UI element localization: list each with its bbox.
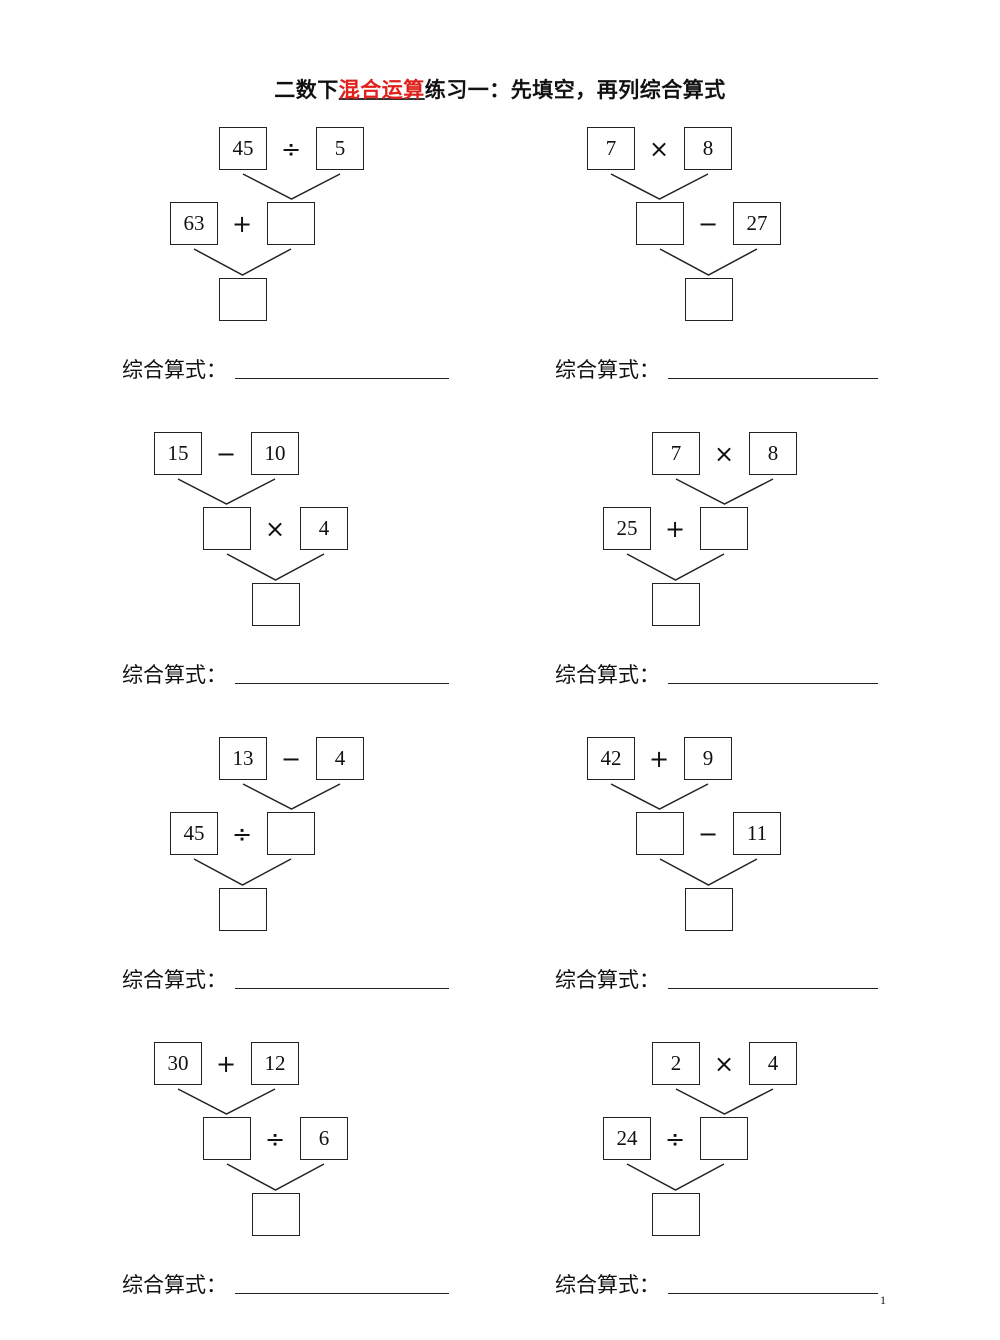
answer-blank-box[interactable] — [203, 507, 251, 550]
formula-label: 综合算式： — [122, 663, 227, 687]
top-connector — [177, 1088, 276, 1115]
mid-operator: ÷ — [664, 1124, 686, 1153]
top-connector — [675, 1088, 774, 1115]
top-right-number-box: 4 — [749, 1042, 797, 1085]
formula-answer-line[interactable] — [668, 683, 878, 684]
page-title: 二数下混合运算练习一：先填空，再列综合算式 — [0, 74, 1000, 104]
top-left-number-box: 42 — [587, 737, 635, 780]
mid-connector — [226, 1163, 325, 1191]
mid-left-number-box: 63 — [170, 202, 218, 245]
top-operator: + — [648, 744, 670, 773]
mid-connector — [226, 553, 325, 581]
result-blank-box[interactable] — [251, 1193, 300, 1236]
formula-label: 综合算式： — [555, 968, 660, 992]
answer-blank-box[interactable] — [636, 202, 684, 245]
formula-label: 综合算式： — [122, 358, 227, 382]
mid-operator: ÷ — [231, 819, 253, 848]
formula-label: 综合算式： — [122, 968, 227, 992]
top-right-number-box: 8 — [684, 127, 732, 170]
top-connector — [610, 173, 709, 200]
formula-answer-line[interactable] — [668, 1293, 878, 1294]
mid-operator: + — [231, 209, 253, 238]
formula-answer-line[interactable] — [235, 988, 449, 989]
mid-operator: + — [664, 514, 686, 543]
top-connector — [610, 783, 709, 810]
mid-connector — [193, 858, 292, 886]
mid-right-number-box: 27 — [733, 202, 781, 245]
top-operator: × — [648, 134, 670, 163]
mid-connector — [193, 248, 292, 276]
mid-connector — [659, 248, 758, 276]
mid-right-number-box: 4 — [300, 507, 348, 550]
top-left-number-box: 7 — [587, 127, 635, 170]
answer-blank-box[interactable] — [700, 507, 748, 550]
formula-answer-line[interactable] — [235, 683, 449, 684]
formula-label: 综合算式： — [555, 1273, 660, 1297]
mid-left-number-box: 24 — [603, 1117, 651, 1160]
mid-left-number-box: 45 — [170, 812, 218, 855]
title-suffix: 练习一：先填空，再列综合算式 — [424, 79, 726, 102]
result-blank-box[interactable] — [684, 888, 733, 931]
result-blank-box[interactable] — [218, 278, 267, 321]
result-blank-box[interactable] — [684, 278, 733, 321]
top-right-number-box: 5 — [316, 127, 364, 170]
top-left-number-box: 13 — [219, 737, 267, 780]
mid-operator: ÷ — [264, 1124, 286, 1153]
result-blank-box[interactable] — [651, 583, 700, 626]
top-connector — [242, 783, 341, 810]
top-operator: ÷ — [280, 134, 302, 163]
title-highlight: 混合运算 — [338, 79, 425, 102]
mid-connector — [626, 553, 725, 581]
mid-right-number-box: 11 — [733, 812, 781, 855]
page-number: 1 — [880, 1293, 886, 1307]
top-connector — [675, 478, 774, 505]
top-right-number-box: 12 — [251, 1042, 299, 1085]
mid-operator: × — [264, 514, 286, 543]
top-operator: × — [713, 1049, 735, 1078]
mid-right-number-box: 6 — [300, 1117, 348, 1160]
top-right-number-box: 8 — [749, 432, 797, 475]
mid-connector — [659, 858, 758, 886]
top-operator: − — [215, 439, 237, 468]
result-blank-box[interactable] — [218, 888, 267, 931]
top-operator: − — [280, 744, 302, 773]
top-operator: × — [713, 439, 735, 468]
formula-answer-line[interactable] — [668, 378, 878, 379]
formula-answer-line[interactable] — [235, 378, 449, 379]
mid-left-number-box: 25 — [603, 507, 651, 550]
formula-label: 综合算式： — [555, 358, 660, 382]
answer-blank-box[interactable] — [267, 812, 315, 855]
formula-answer-line[interactable] — [235, 1293, 449, 1294]
top-left-number-box: 2 — [652, 1042, 700, 1085]
top-connector — [242, 173, 341, 200]
formula-label: 综合算式： — [555, 663, 660, 687]
top-right-number-box: 10 — [251, 432, 299, 475]
answer-blank-box[interactable] — [203, 1117, 251, 1160]
top-left-number-box: 7 — [652, 432, 700, 475]
answer-blank-box[interactable] — [267, 202, 315, 245]
result-blank-box[interactable] — [251, 583, 300, 626]
top-left-number-box: 15 — [154, 432, 202, 475]
top-connector — [177, 478, 276, 505]
answer-blank-box[interactable] — [700, 1117, 748, 1160]
top-left-number-box: 45 — [219, 127, 267, 170]
formula-answer-line[interactable] — [668, 988, 878, 989]
top-right-number-box: 4 — [316, 737, 364, 780]
mid-operator: − — [697, 209, 719, 238]
top-right-number-box: 9 — [684, 737, 732, 780]
mid-operator: − — [697, 819, 719, 848]
title-prefix: 二数下 — [274, 79, 339, 102]
mid-connector — [626, 1163, 725, 1191]
top-operator: + — [215, 1049, 237, 1078]
result-blank-box[interactable] — [651, 1193, 700, 1236]
answer-blank-box[interactable] — [636, 812, 684, 855]
formula-label: 综合算式： — [122, 1273, 227, 1297]
top-left-number-box: 30 — [154, 1042, 202, 1085]
